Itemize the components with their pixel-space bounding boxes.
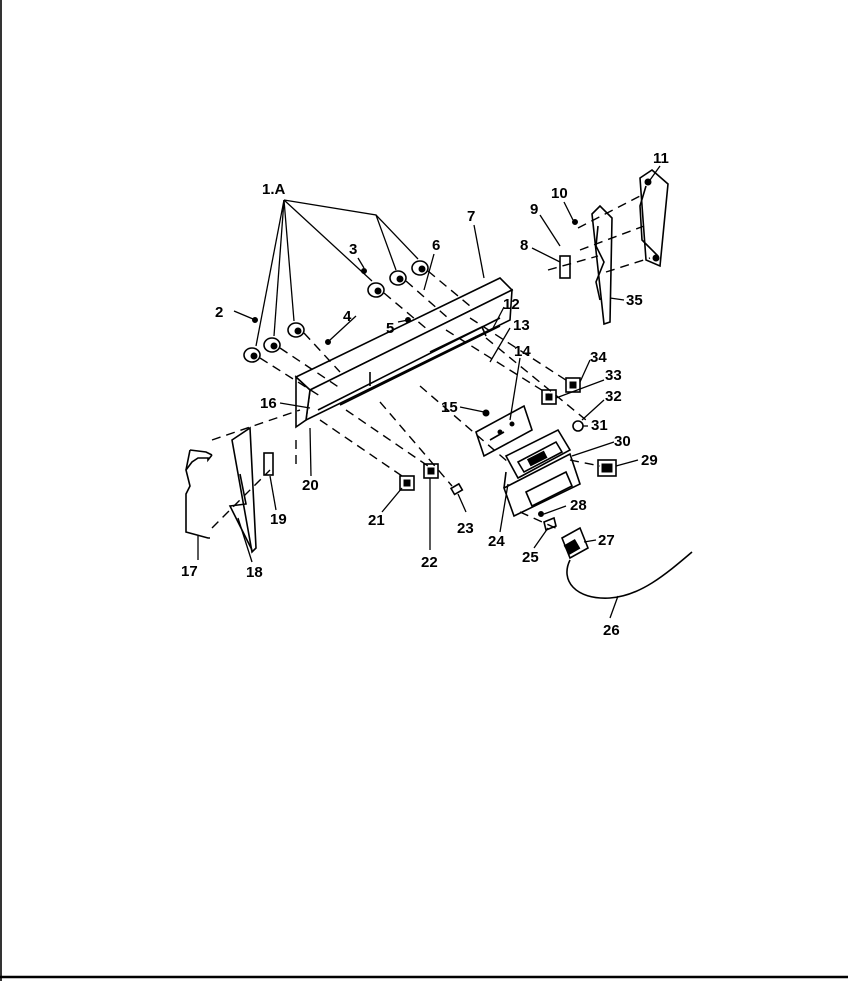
knob-1a-4: [367, 282, 385, 298]
switch-33: [541, 389, 557, 405]
switch-21: [399, 475, 415, 491]
center-explode-lines: [319, 317, 601, 531]
knob-1a-2: [263, 337, 281, 353]
callout-31: 31: [591, 417, 608, 434]
callout-12: 12: [503, 296, 520, 313]
lamp-23: [449, 482, 464, 496]
callout-33: 33: [605, 367, 622, 384]
knob-1a-6: [411, 260, 429, 276]
control-module-30: [504, 428, 572, 480]
callout-35: 35: [626, 292, 643, 309]
callout-labels: 1.A 2 3 4 5 6 7 8 9 10 11 12 13 14 15 16…: [181, 150, 669, 639]
callout-8: 8: [520, 237, 528, 254]
callout-19: 19: [270, 511, 287, 528]
right-explode-lines: [547, 195, 651, 273]
callout-1a-leaders: [255, 199, 419, 347]
end-cap-17: [185, 449, 213, 539]
knob-1a-5: [389, 270, 407, 286]
clip-19: [263, 452, 274, 476]
control-bezel-24: [503, 452, 581, 518]
callout-28: 28: [570, 497, 587, 514]
callout-32: 32: [605, 388, 622, 405]
callout-20: 20: [302, 477, 319, 494]
callout-30: 30: [614, 433, 631, 450]
callout-27: 27: [598, 532, 615, 549]
callout-15: 15: [441, 399, 458, 416]
callout-29: 29: [641, 452, 658, 469]
callout-24: 24: [488, 533, 505, 550]
callout-7: 7: [467, 208, 475, 225]
callout-34: 34: [590, 349, 607, 366]
knob-1a-1: [243, 347, 261, 363]
callout-6: 6: [432, 237, 440, 254]
backguard-panel: [294, 277, 514, 429]
end-cap-11: [639, 168, 669, 268]
callout-22: 22: [421, 554, 438, 571]
callout-18: 18: [246, 564, 263, 581]
callout-2: 2: [215, 304, 223, 321]
callout-9: 9: [530, 201, 538, 218]
side-bracket-35: [591, 204, 613, 326]
part-31-round: [572, 420, 584, 432]
callout-26: 26: [603, 622, 620, 639]
callout-leaders: [197, 165, 661, 619]
left-explode-lines: [211, 409, 301, 529]
circuit-board-14: [475, 404, 533, 458]
callout-23: 23: [457, 520, 474, 537]
knob-explode-lines: [259, 270, 471, 397]
connector-29: [597, 459, 617, 477]
part-10-dot: [572, 219, 578, 225]
callout-25: 25: [522, 549, 539, 566]
callout-16: 16: [260, 395, 277, 412]
knob-1a-3: [287, 322, 305, 338]
sensor-27: [560, 526, 590, 560]
part-15-dot: [482, 409, 490, 417]
callout-1a: 1.A: [262, 181, 286, 198]
part-2-dot: [252, 317, 258, 323]
callout-13: 13: [513, 317, 530, 334]
callout-4: 4: [343, 308, 352, 325]
callout-10: 10: [551, 185, 568, 202]
callout-17: 17: [181, 563, 198, 580]
callout-11: 11: [653, 150, 669, 167]
clip-8: [559, 255, 571, 279]
part-4-dot: [325, 339, 331, 345]
callout-21: 21: [368, 512, 385, 529]
probe-cable-26: [566, 551, 693, 599]
callout-14: 14: [514, 343, 531, 360]
callout-5: 5: [386, 320, 394, 337]
callout-3: 3: [349, 241, 357, 258]
switch-22: [423, 463, 439, 479]
